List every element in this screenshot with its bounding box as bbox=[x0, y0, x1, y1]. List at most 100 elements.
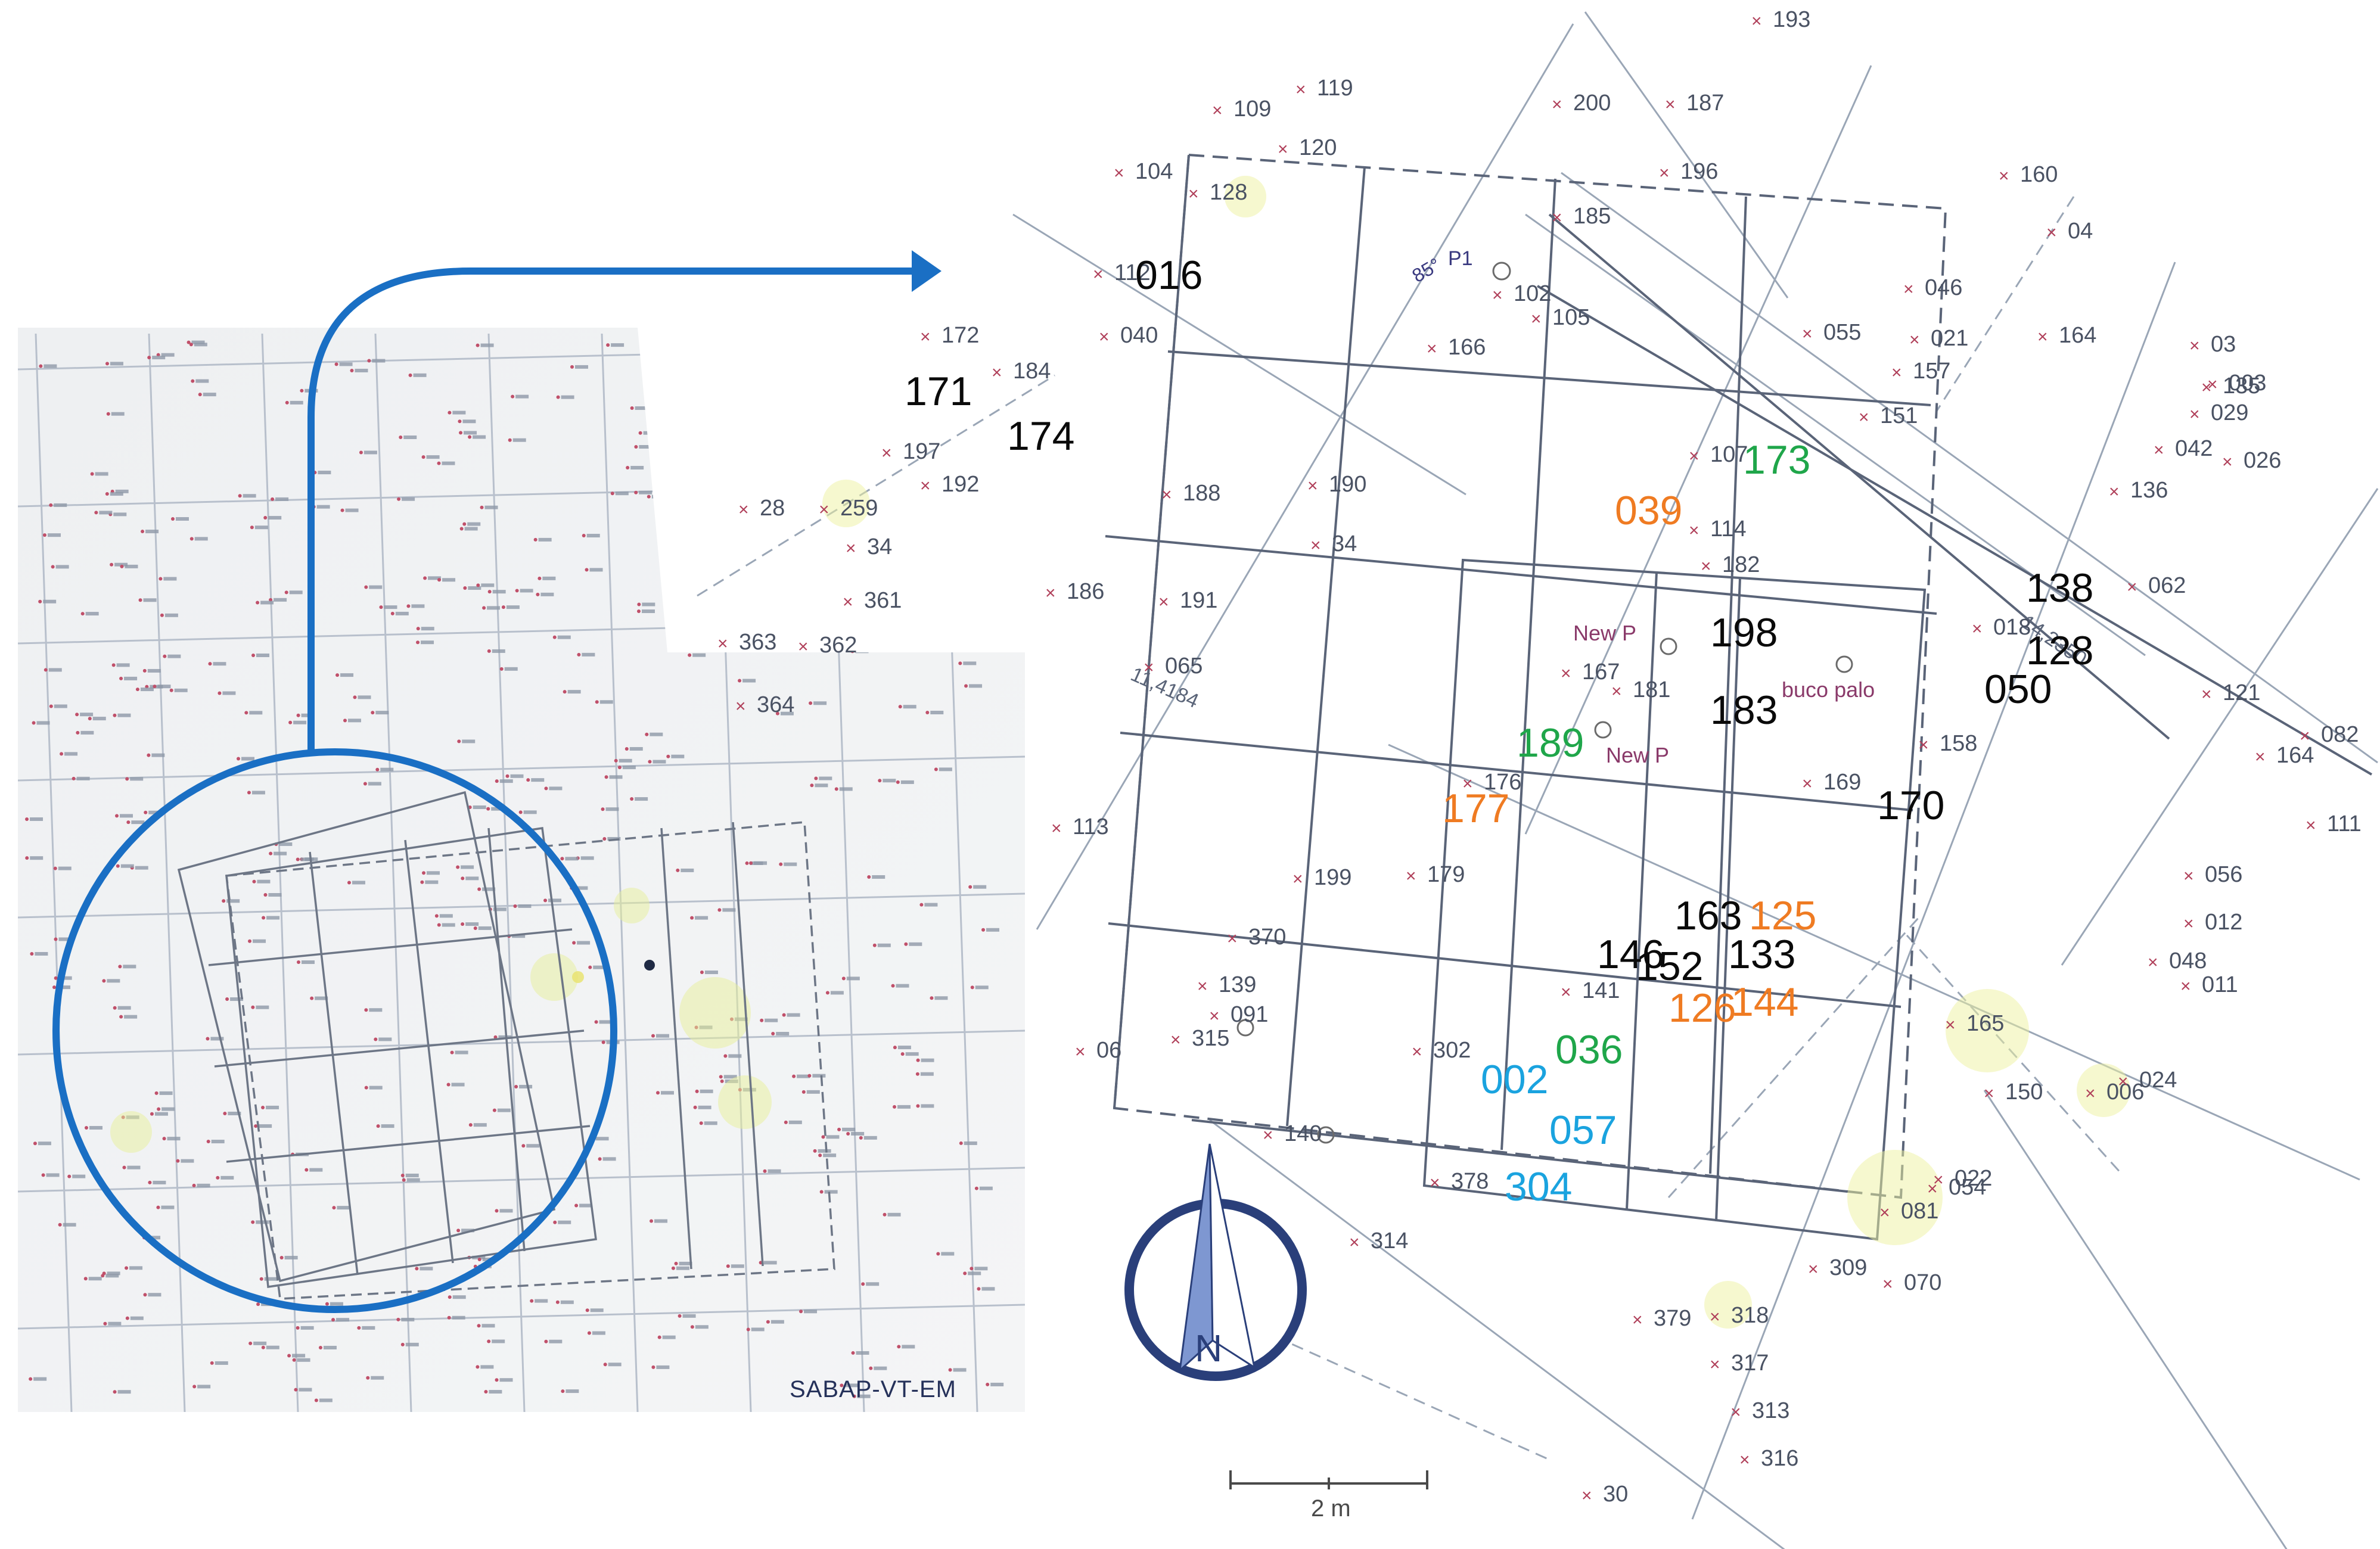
survey-point: ×164 bbox=[2037, 323, 2096, 348]
overview-point-mark bbox=[157, 1107, 175, 1111]
overview-point-mark bbox=[163, 654, 181, 658]
highlighted-point-183: 183 bbox=[1710, 688, 1778, 733]
survey-point-marker: × bbox=[1561, 664, 1571, 683]
highlighted-point-002: 002 bbox=[1481, 1057, 1548, 1102]
overview-point-mark bbox=[825, 991, 844, 995]
survey-point-label: 135 bbox=[2223, 374, 2260, 399]
overview-point-mark bbox=[673, 418, 691, 422]
overview-point-mark bbox=[717, 355, 736, 359]
overview-point-mark bbox=[263, 893, 282, 897]
survey-point-label: 151 bbox=[1880, 403, 1918, 428]
overview-point-mark bbox=[587, 1331, 605, 1335]
overview-point-mark bbox=[80, 612, 99, 616]
survey-point-label: 315 bbox=[1192, 1026, 1229, 1051]
survey-point-marker: × bbox=[1227, 929, 1238, 948]
overview-point-mark bbox=[537, 576, 556, 580]
survey-point-marker: × bbox=[2183, 866, 2194, 886]
overview-point-mark bbox=[685, 637, 704, 641]
survey-point-label: 1 bbox=[0, 0, 13, 5]
overview-point-mark bbox=[206, 1140, 225, 1144]
survey-point-label: 022 bbox=[1955, 1166, 1992, 1191]
overview-point-mark bbox=[113, 1006, 131, 1010]
overview-point-mark bbox=[225, 997, 244, 1001]
survey-point-marker: × bbox=[1802, 774, 1813, 794]
overview-point-mark bbox=[75, 713, 94, 717]
overview-point-mark bbox=[987, 345, 1006, 349]
overview-point-mark bbox=[530, 1299, 548, 1303]
survey-point-marker: × bbox=[2207, 375, 2218, 394]
survey-point-label: 003 bbox=[2229, 371, 2266, 396]
overview-point-mark bbox=[606, 343, 624, 347]
overview-point-mark bbox=[693, 1105, 711, 1109]
overview-point-mark bbox=[501, 605, 520, 609]
overview-point-mark bbox=[738, 679, 756, 683]
overview-point-mark bbox=[347, 881, 365, 885]
overview-point-mark bbox=[719, 1075, 737, 1079]
overview-point-mark bbox=[189, 343, 207, 347]
survey-point-marker: × bbox=[1689, 446, 1699, 466]
survey-point-label: 121 bbox=[2223, 680, 2260, 705]
survey-point-marker: × bbox=[1045, 583, 1056, 603]
overview-point-mark bbox=[248, 1341, 267, 1345]
survey-point: ×06 bbox=[1075, 1038, 1121, 1063]
overview-point-mark bbox=[775, 711, 794, 716]
overview-point-mark bbox=[482, 606, 501, 610]
overview-point-mark bbox=[49, 704, 67, 708]
overview-point-mark bbox=[363, 782, 381, 786]
overview-point-mark bbox=[296, 857, 314, 861]
survey-point-label: 140 bbox=[1284, 1121, 1322, 1146]
overview-point-mark bbox=[657, 1335, 676, 1339]
highlighted-point-174: 174 bbox=[1007, 413, 1074, 459]
highlight-glow bbox=[1946, 989, 2029, 1072]
overview-point-mark bbox=[676, 868, 694, 872]
survey-point: ×070 bbox=[1882, 1270, 1941, 1295]
survey-point-marker: × bbox=[1114, 163, 1124, 183]
survey-point-marker: × bbox=[2085, 1084, 2096, 1103]
survey-point-marker: × bbox=[1739, 1450, 1750, 1470]
highlighted-point-039: 039 bbox=[1615, 488, 1682, 533]
overview-point-mark bbox=[543, 898, 562, 903]
overview-point-mark bbox=[801, 1090, 820, 1094]
survey-point-label: 184 bbox=[1013, 359, 1051, 384]
survey-point-label: 169 bbox=[1823, 770, 1861, 795]
survey-point: ×128 bbox=[1188, 180, 1247, 205]
overview-point-mark bbox=[851, 1351, 869, 1355]
survey-point: × 003 bbox=[2207, 371, 2266, 396]
survey-point: ×04 bbox=[2046, 219, 2093, 244]
overview-point-mark bbox=[810, 783, 828, 788]
survey-point-marker: × bbox=[1859, 408, 1869, 427]
overview-point-mark bbox=[508, 438, 526, 442]
feature-p1: P1 bbox=[1448, 247, 1473, 270]
overview-point-mark bbox=[208, 662, 226, 666]
overview-point-mark bbox=[206, 1037, 224, 1041]
overview-point-mark bbox=[560, 857, 579, 861]
overview-point-mark bbox=[296, 960, 315, 965]
survey-point: ×012 bbox=[2183, 910, 2242, 935]
overview-point-mark bbox=[468, 1123, 487, 1127]
survey-point-label: 200 bbox=[1573, 91, 1611, 116]
survey-point-marker: × bbox=[2154, 440, 2164, 460]
survey-point-label: 114 bbox=[1710, 517, 1747, 542]
survey-point: ×364 bbox=[735, 692, 794, 717]
overview-point-mark bbox=[700, 971, 718, 975]
survey-point-label: 197 bbox=[903, 439, 940, 464]
survey-point-label: 362 bbox=[819, 633, 857, 658]
feature-new-p-2: New P bbox=[1606, 743, 1669, 767]
survey-point-label: 34 bbox=[867, 534, 892, 559]
survey-point: ×361 bbox=[843, 588, 902, 613]
survey-point-marker: × bbox=[1701, 556, 1711, 576]
survey-point-label: 102 bbox=[1514, 281, 1551, 306]
survey-point-marker: × bbox=[2222, 452, 2233, 472]
survey-point: ×029 bbox=[2189, 400, 2248, 425]
survey-point: ×197 bbox=[881, 439, 940, 464]
overview-point-mark bbox=[251, 653, 270, 657]
overview-point-mark bbox=[376, 1124, 394, 1128]
overview-point-mark bbox=[958, 661, 977, 665]
survey-point-marker: × bbox=[1161, 485, 1172, 505]
survey-point-marker: × bbox=[1531, 309, 1542, 329]
overview-point-mark bbox=[999, 461, 1018, 465]
survey-point: × 169 bbox=[1802, 770, 1861, 795]
overview-point-mark bbox=[968, 885, 987, 889]
overview-point-mark bbox=[916, 1104, 934, 1108]
survey-point-label: 190 bbox=[1329, 472, 1366, 497]
